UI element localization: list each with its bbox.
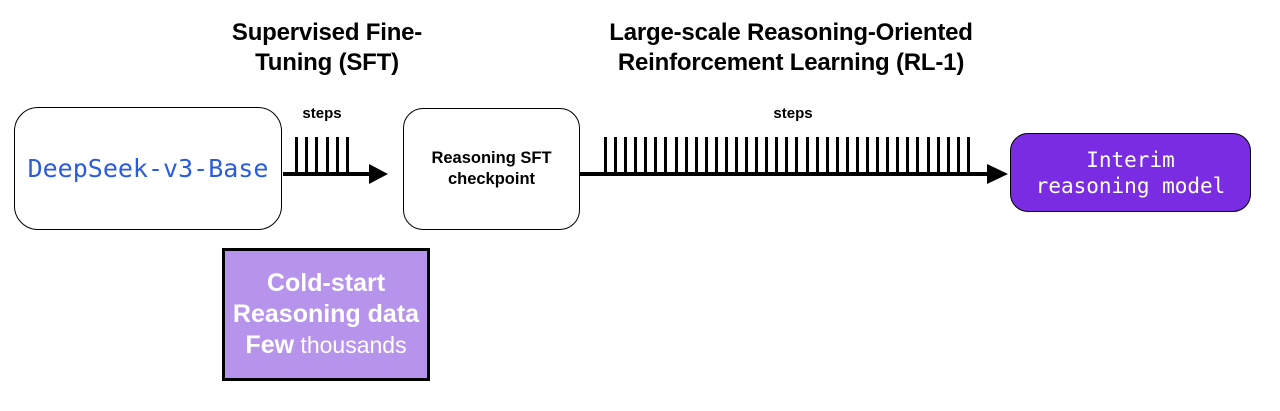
node-reasoning-sft-checkpoint-line2: checkpoint	[447, 170, 536, 188]
step-tick	[305, 137, 309, 174]
node-interim-reasoning-model-line2: reasoning model	[1035, 173, 1226, 198]
cold-start-line1: Cold-start	[266, 269, 386, 297]
arrow-sft-arrowhead-icon	[369, 164, 388, 184]
cold-start-line3-regular: thousands	[294, 332, 407, 358]
phase-title-rl1-line2: Reinforcement Learning (RL-1)	[617, 49, 965, 76]
step-tick	[714, 137, 718, 174]
step-tick	[946, 137, 950, 174]
step-tick	[604, 137, 607, 174]
cold-start-line2: Reasoning data	[232, 300, 420, 328]
step-tick	[775, 137, 779, 174]
step-tick	[916, 137, 920, 174]
step-tick	[785, 137, 789, 174]
step-tick	[684, 137, 688, 174]
cold-start-line3-bold: Few	[245, 331, 295, 359]
arrow-rl-arrowhead-icon	[987, 164, 1008, 184]
node-interim-reasoning-model-line1: Interim	[1086, 147, 1175, 172]
step-tick	[966, 137, 970, 174]
step-tick	[674, 137, 678, 174]
arrow-sft-line	[283, 172, 371, 176]
step-tick	[765, 137, 769, 174]
step-tick	[755, 137, 759, 174]
step-tick	[866, 137, 870, 174]
step-tick	[315, 137, 319, 174]
step-tick	[896, 137, 900, 174]
step-tick	[724, 137, 728, 174]
step-tick	[694, 137, 698, 174]
step-tick	[704, 137, 708, 174]
node-interim-reasoning-model: Interim reasoning model	[1010, 133, 1251, 212]
arrow-rl-steps-label: steps	[773, 105, 813, 122]
arrow-sft-steps-label: steps	[302, 105, 342, 122]
step-tick	[825, 137, 829, 174]
cold-start-line3: Few thousands	[245, 330, 406, 361]
step-tick	[886, 137, 890, 174]
step-tick	[815, 137, 819, 174]
step-tick	[855, 137, 859, 174]
step-tick	[876, 137, 880, 174]
step-tick	[644, 137, 648, 174]
step-tick	[335, 137, 339, 174]
node-cold-start-reasoning-data: Cold-start Reasoning data Few thousands	[222, 248, 430, 381]
step-tick	[664, 137, 668, 174]
node-deepseek-v3-base: DeepSeek-v3-Base	[14, 107, 282, 230]
phase-title-rl1-line1: Large-scale Reasoning-Oriented	[609, 19, 973, 46]
step-tick	[835, 137, 839, 174]
phase-title-sft-line1: Supervised Fine-	[231, 19, 423, 46]
phase-title-sft: Supervised Fine- Tuning (SFT)	[147, 18, 507, 78]
step-tick	[345, 137, 349, 174]
step-tick	[795, 137, 799, 174]
phase-title-rl1: Large-scale Reasoning-Oriented Reinforce…	[541, 18, 1041, 78]
node-reasoning-sft-checkpoint: Reasoning SFT checkpoint	[403, 108, 580, 230]
step-tick	[906, 137, 910, 174]
step-tick	[845, 137, 849, 174]
node-reasoning-sft-checkpoint-line1: Reasoning SFT	[431, 149, 552, 167]
step-tick	[634, 137, 638, 174]
node-deepseek-v3-base-label: DeepSeek-v3-Base	[27, 154, 269, 183]
step-tick	[654, 137, 658, 174]
arrow-rl-step-ticks	[604, 137, 970, 174]
arrow-rl-line	[580, 172, 988, 176]
step-tick	[735, 137, 739, 174]
step-tick	[745, 137, 749, 174]
step-tick	[295, 137, 298, 174]
phase-title-sft-line2: Tuning (SFT)	[255, 49, 399, 76]
step-tick	[936, 137, 940, 174]
step-tick	[926, 137, 930, 174]
step-tick	[614, 137, 618, 174]
step-tick	[805, 137, 809, 174]
step-tick	[956, 137, 960, 174]
step-tick	[624, 137, 628, 174]
arrow-sft-step-ticks	[295, 137, 349, 174]
step-tick	[325, 137, 329, 174]
